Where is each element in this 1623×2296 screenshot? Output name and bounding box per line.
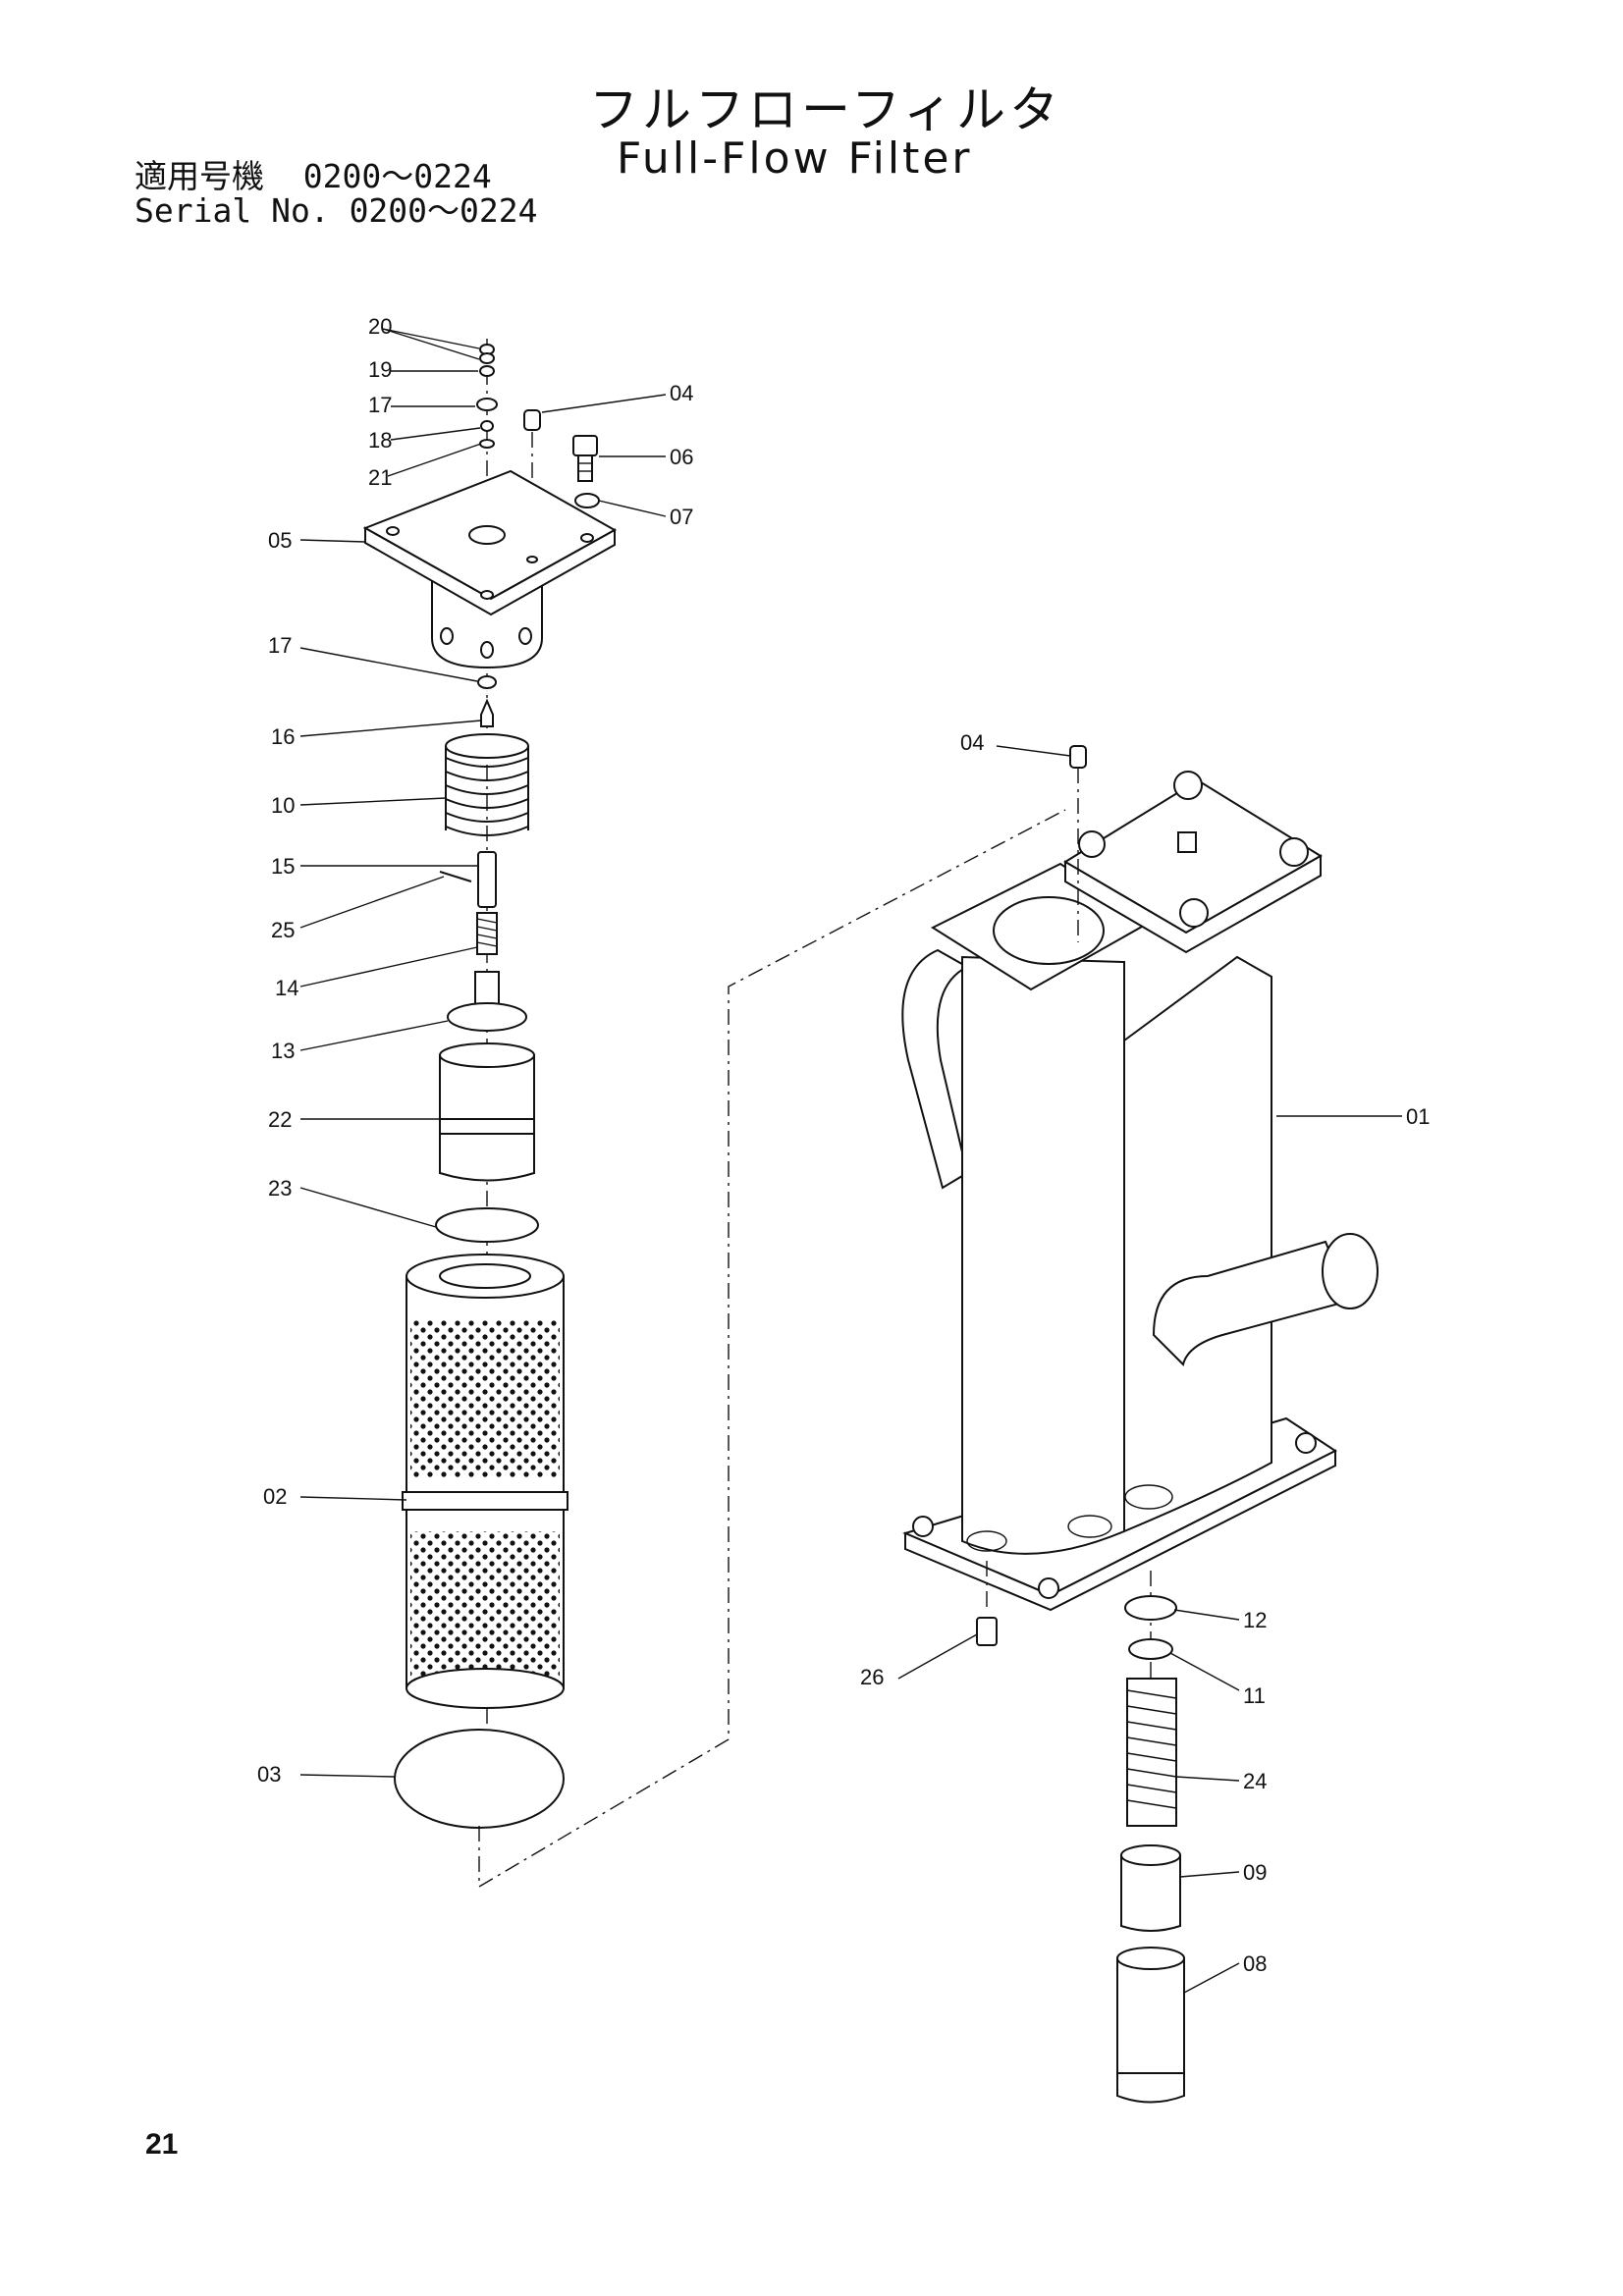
callout-06: 06	[670, 445, 693, 469]
inlet-pipe	[901, 948, 970, 1190]
seal-18	[480, 420, 494, 432]
case-22	[439, 1042, 535, 1182]
callout-05: 05	[268, 528, 292, 553]
main-cylinder	[961, 955, 1125, 1555]
callout-25: 25	[271, 918, 295, 942]
callout-01: 01	[1406, 1104, 1430, 1129]
callout-04-top: 04	[670, 381, 693, 405]
drain-plug-26	[976, 1561, 998, 1646]
spring-14	[476, 912, 498, 955]
callout-labels: 20 19 17 18 21 04 06 07 05 17 16 10 15 2…	[257, 314, 1430, 1976]
serial-range-english: 0200～0224	[349, 191, 538, 230]
cover-05	[362, 469, 618, 669]
valve-16	[480, 698, 494, 727]
washer-11	[1128, 1638, 1173, 1660]
plug-04-right	[1069, 745, 1087, 942]
o-ring-21	[479, 439, 495, 449]
spring-24	[1126, 1678, 1177, 1827]
page-title-english: Full-Flow Filter	[617, 133, 973, 184]
pin-25	[439, 871, 472, 882]
callout-21: 21	[368, 465, 392, 490]
bolt-06	[572, 435, 598, 482]
callout-02: 02	[263, 1484, 287, 1509]
callout-13: 13	[271, 1039, 295, 1063]
callout-17-bottom: 17	[268, 633, 292, 658]
callout-04-right: 04	[960, 730, 984, 755]
callout-20: 20	[368, 314, 392, 339]
assembly-line	[478, 809, 1066, 1889]
callout-18: 18	[368, 428, 392, 453]
snap-ring-23	[435, 1207, 539, 1243]
callout-09: 09	[1243, 1860, 1267, 1885]
washer-17-top	[476, 398, 498, 411]
page-title-japanese: フルフローフィルタ	[589, 81, 1062, 138]
callout-26: 26	[860, 1665, 884, 1689]
callout-19: 19	[368, 357, 392, 382]
washer-17-bottom	[477, 675, 497, 689]
callout-07: 07	[670, 505, 693, 529]
serial-label-english: Serial No.	[135, 191, 330, 230]
callout-12: 12	[1243, 1608, 1267, 1632]
filter-element-02	[402, 1254, 568, 1709]
valve-seat-13	[447, 971, 527, 1032]
rear-cylinder	[1123, 955, 1272, 1533]
serial-range-japanese: 0200～0224	[302, 157, 492, 195]
o-ring-03	[394, 1729, 565, 1829]
callout-16: 16	[271, 724, 295, 749]
callout-24: 24	[1243, 1769, 1267, 1793]
page-number: 21	[145, 2128, 179, 2161]
callout-08: 08	[1243, 1951, 1267, 1976]
filter-housing-01	[901, 771, 1379, 1612]
callout-17-top: 17	[368, 393, 392, 417]
snap-ring-12	[1124, 1595, 1177, 1621]
serial-row-english: Serial No. 0200～0224	[135, 185, 538, 232]
serial-label-japanese: 適用号機	[135, 157, 264, 195]
leader-lines	[299, 328, 1402, 1994]
callout-03: 03	[257, 1762, 281, 1787]
callout-22: 22	[268, 1107, 292, 1132]
callout-14: 14	[275, 976, 298, 1000]
callout-23: 23	[268, 1176, 292, 1201]
piston-09	[1120, 1844, 1181, 1932]
washer-07	[574, 493, 600, 508]
callout-15: 15	[271, 854, 295, 879]
spring-10	[445, 733, 529, 836]
callout-10: 10	[271, 793, 295, 818]
shaft-15	[477, 851, 497, 908]
serial-row-japanese: 適用号機 0200～0224	[135, 150, 492, 197]
outlet-pipe	[1152, 1240, 1352, 1366]
sleeve-08	[1116, 1947, 1185, 2104]
relief-valve-stack	[1116, 1571, 1185, 2104]
nut-20	[479, 344, 495, 364]
left-exploded-stack	[362, 339, 618, 1829]
callout-11: 11	[1243, 1683, 1266, 1708]
washer-19	[479, 365, 495, 377]
